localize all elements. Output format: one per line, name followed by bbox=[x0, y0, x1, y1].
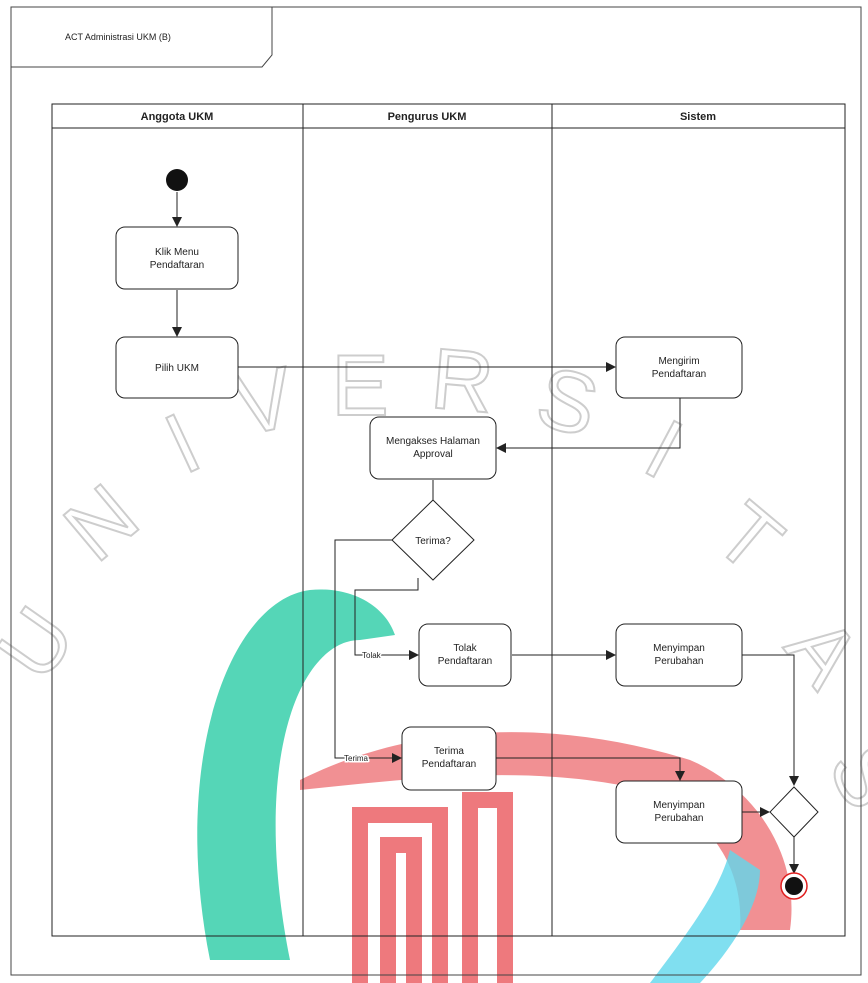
watermark-letter: N bbox=[47, 466, 156, 579]
diagram-frame bbox=[10, 6, 862, 976]
end-node bbox=[780, 872, 808, 900]
watermark-letter: S bbox=[810, 729, 868, 825]
lane-header-pengurus: Pengurus UKM bbox=[388, 111, 467, 123]
decision-terima: Terima? bbox=[391, 499, 475, 581]
frame-title: ACT Administrasi UKM (B) bbox=[65, 32, 171, 42]
watermark-logo-block bbox=[352, 792, 513, 983]
watermark-letter: I bbox=[152, 395, 214, 492]
watermark-letter: A bbox=[767, 600, 868, 705]
start-node bbox=[166, 169, 188, 191]
svg-text:Pilih UKM: Pilih UKM bbox=[155, 363, 199, 374]
lane-header-sistem: Sistem bbox=[680, 111, 716, 123]
edges bbox=[172, 192, 799, 874]
watermark-letter: I bbox=[631, 401, 697, 497]
edge-decision-terima bbox=[334, 539, 402, 763]
frame-title-tab bbox=[11, 7, 273, 68]
edge-terima-menyimpan2 bbox=[496, 757, 685, 781]
svg-text:Terima?: Terima? bbox=[415, 536, 451, 547]
swimlane-pool bbox=[51, 103, 846, 937]
edge-menyimpan1-merge bbox=[742, 654, 799, 786]
watermark-teal-arc bbox=[197, 589, 395, 960]
watermark-letter: S bbox=[527, 348, 607, 456]
watermark-letter: T bbox=[698, 484, 800, 591]
merge-node bbox=[769, 786, 819, 838]
watermark-letter: U bbox=[0, 590, 93, 696]
edge-label-terima: Terima bbox=[344, 754, 369, 763]
activity-pilih-ukm: Pilih UKM bbox=[115, 336, 239, 399]
watermark-cyan-arc bbox=[650, 850, 760, 983]
edge-mengirim-mengakses bbox=[496, 398, 681, 453]
watermark-letter: R bbox=[427, 331, 497, 432]
lane-header-anggota: Anggota UKM bbox=[141, 111, 214, 123]
edge-label-tolak: Tolak bbox=[362, 651, 382, 660]
edge-decision-tolak bbox=[354, 578, 419, 660]
